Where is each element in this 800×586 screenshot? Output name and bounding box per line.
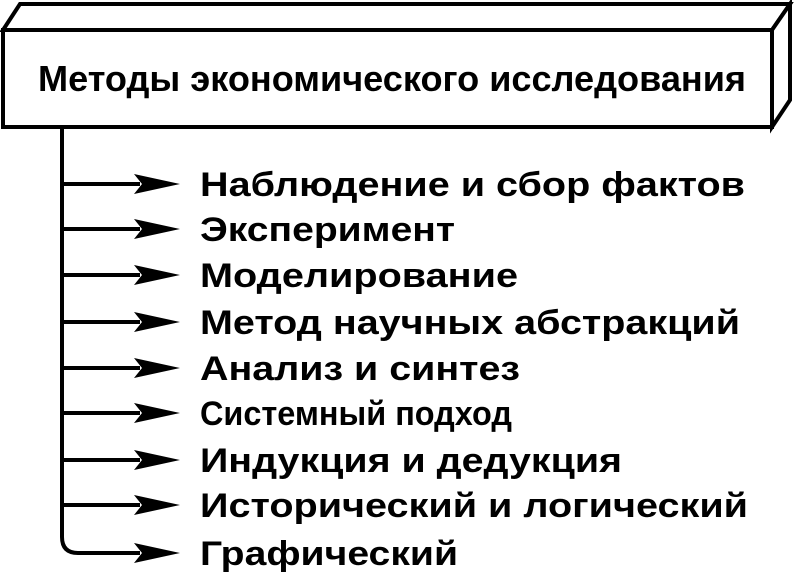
diagram-title: Методы экономического исследования [38, 58, 746, 99]
arrow-right-icon [134, 219, 180, 239]
arrow-right-icon [134, 450, 180, 470]
box-top-face [0, 1, 794, 32]
method-item: Моделирование [200, 257, 518, 295]
method-item: Анализ и синтез [200, 350, 520, 388]
method-item: Метод научных абстракций [200, 304, 740, 342]
arrow-right-icon [134, 358, 180, 378]
method-item: Эксперимент [200, 211, 455, 249]
method-item: Исторический и логический [200, 487, 748, 525]
arrow-right-icon [134, 543, 180, 563]
connector-trunk [60, 127, 140, 555]
box-front-face [1, 28, 774, 129]
method-item: Графический [200, 535, 458, 573]
method-item: Системный подход [200, 395, 512, 433]
method-item: Индукция и дедукция [200, 442, 622, 480]
title-box-3d [0, 0, 794, 134]
arrow-right-icon [134, 403, 180, 423]
arrow-right-icon [134, 312, 180, 332]
arrow-right-icon [134, 495, 180, 515]
method-item: Наблюдение и сбор фактов [200, 166, 745, 204]
arrow-right-icon [134, 174, 180, 194]
arrow-right-icon [134, 265, 180, 285]
